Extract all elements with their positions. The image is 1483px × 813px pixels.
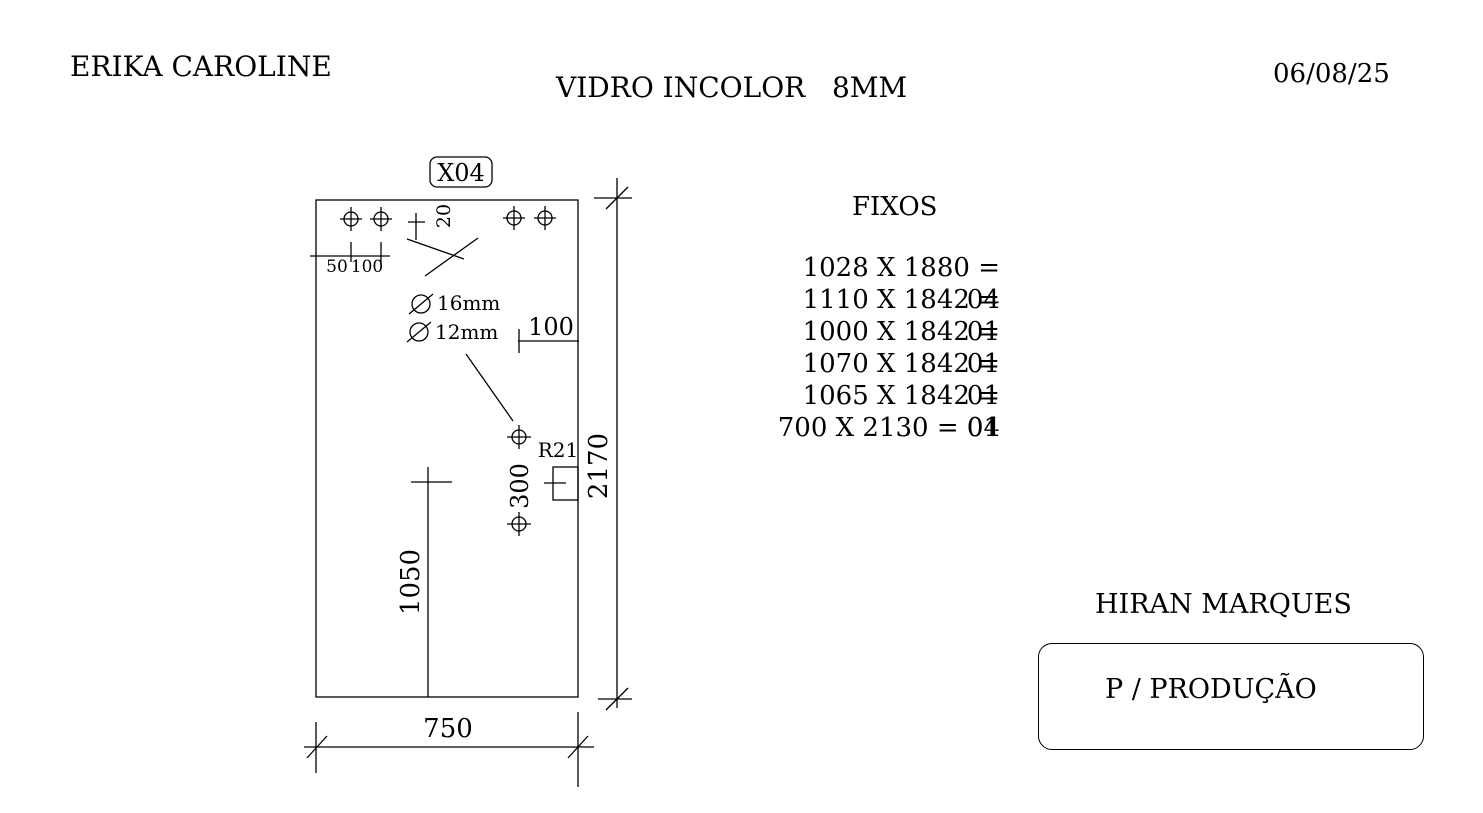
hole-spacing-label: 300 [506,463,534,509]
glass-panel-outline [315,199,579,698]
left-hole-dim-50: 50 [326,257,348,277]
fixos-item: 1065 X 1842 = 01 [802,381,1000,443]
left-hole-dim-100: 100 [351,257,383,277]
piece-code: X04 [437,159,485,187]
height-dim-label: 2170 [584,433,614,499]
diameter-12-label: 12mm [435,320,498,344]
diameter-16-label: 16mm [437,291,500,315]
width-dim-label: 750 [423,714,473,744]
fixos-item: 1000 X 1842 = 01 [802,317,1000,379]
responsible-person: HIRAN MARQUES [1095,589,1352,620]
hole-top-right-1 [503,206,525,230]
client-name: ERIKA CAROLINE [70,50,332,83]
hole-top-left-2 [370,207,392,231]
side-offset-label: 100 [528,313,574,341]
fixos-item: 700 X 2130 = 04 [777,413,1000,443]
hole-right-lower [507,512,531,536]
piece-code-box [429,156,493,188]
fixos-title: FIXOS [852,192,938,222]
fixos-item: 1070 X 1842 = 01 [802,349,1000,411]
glass-spec: VIDRO INCOLOR 8MM [556,71,908,104]
hole-top-right-2 [534,206,556,230]
fixos-list: 1028 X 1880 = 04 1110 X 1842 = 01 1000 X… [770,252,1000,444]
fixos-item: 1110 X 1842 = 01 [802,285,1000,347]
radius-label: R21 [538,438,579,462]
handle-height-label: 1050 [396,549,426,615]
production-box: P / PRODUÇÃO [1038,643,1424,750]
diameter-16-icon [408,293,434,315]
diameter-12-icon [406,321,432,343]
top-offset-label: 20 [433,204,455,228]
order-date: 06/08/25 [1273,59,1390,89]
fixos-item: 1028 X 1880 = 04 [802,253,1000,315]
hole-right-upper [507,425,531,449]
hole-top-left-1 [340,207,362,231]
production-label: P / PRODUÇÃO [1105,674,1317,705]
